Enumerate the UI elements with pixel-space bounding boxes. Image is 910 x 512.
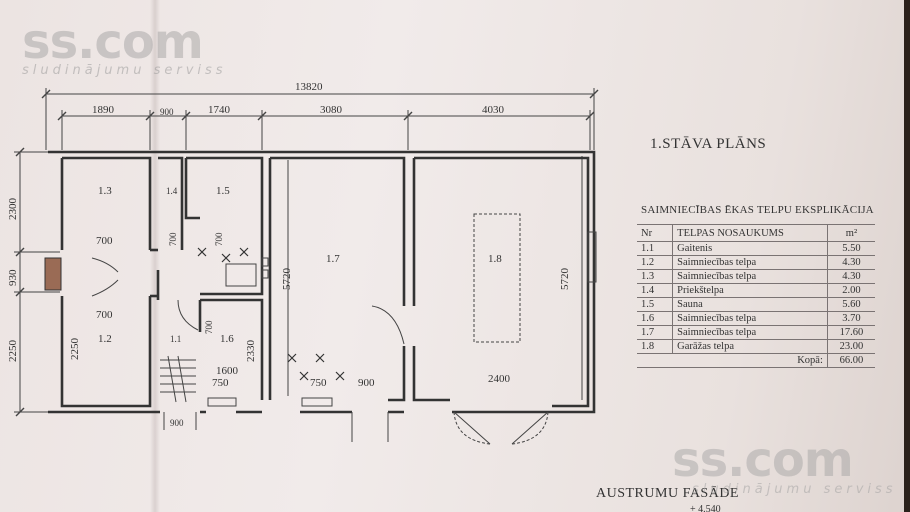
dim-left-3: 2250	[7, 340, 19, 363]
room-label-1-6: 1.6	[220, 333, 234, 345]
dim-5720-a: 5720	[281, 268, 293, 291]
header-name: TELPAS NOSAUKUMS	[672, 224, 828, 242]
row-nr: 1.6	[637, 311, 674, 326]
header-area: m²	[827, 224, 875, 242]
row-nr: 1.2	[637, 255, 674, 270]
table-header-row: Nr TELPAS NOSAUKUMS m²	[637, 224, 875, 242]
dim-door-3: 700	[168, 232, 178, 246]
pit-outline	[473, 213, 521, 343]
dim-inner-2250: 2250	[69, 338, 81, 361]
garage-door-icon	[453, 411, 549, 445]
total-value: 66.00	[827, 353, 875, 368]
row-area: 2.00	[827, 283, 875, 298]
dim-top-3: 1740	[208, 104, 231, 116]
row-nr: 1.7	[637, 325, 674, 340]
dim-top-1: 1890	[92, 104, 115, 116]
plan-title: 1.STĀVA PLĀNS	[650, 136, 767, 152]
header-nr: Nr	[637, 224, 674, 242]
table-row: 1.5 Sauna 5.60	[637, 297, 875, 312]
table-row: 1.7 Saimniecības telpa 17.60	[637, 325, 875, 340]
fixture-x-icon	[197, 247, 207, 257]
watermark-tagline: sludinājumu serviss	[22, 63, 227, 78]
table-row: 1.4 Priekštelpa 2.00	[637, 283, 875, 298]
room-label-1-2: 1.2	[98, 333, 112, 345]
watermark-logo: ss.com	[22, 14, 204, 70]
row-nr: 1.1	[637, 241, 674, 256]
outer-wall	[48, 150, 596, 414]
dim-door-5: 700	[204, 320, 214, 334]
row-area: 4.30	[827, 269, 875, 284]
dim-900-bottom: 900	[170, 418, 184, 428]
room-label-1-3: 1.3	[98, 185, 112, 197]
row-nr: 1.5	[637, 297, 674, 312]
row-name: Saimniecības telpa	[672, 325, 828, 340]
dim-door-2: 700	[96, 309, 113, 321]
dim-top-4: 3080	[320, 104, 343, 116]
dim-2400: 2400	[488, 373, 511, 385]
dim-1600: 1600	[216, 365, 239, 377]
row-nr: 1.4	[637, 283, 674, 298]
dim-top-5: 4030	[482, 104, 505, 116]
row-area: 3.70	[827, 311, 875, 326]
dim-900-door: 900	[358, 377, 375, 389]
dim-left-2: 930	[7, 269, 19, 286]
room-label-1-8: 1.8	[488, 253, 502, 265]
explication-title: SAIMNIECĪBAS ĒKAS TELPU EKSPLIKĀCIJA	[641, 204, 874, 216]
dim-left-1: 2300	[7, 198, 19, 221]
row-name: Gaitenis	[672, 241, 828, 256]
facade-title: AUSTRUMU FASĀDE	[596, 486, 739, 501]
facade-elevation: + 4.540	[690, 504, 721, 512]
table-row: 1.8 Garāžas telpa 23.00	[637, 339, 875, 354]
dim-door-4: 700	[214, 232, 224, 246]
dim-750-b: 750	[310, 377, 327, 389]
dim-2330: 2330	[245, 340, 257, 363]
row-name: Saimniecības telpa	[672, 311, 828, 326]
row-nr: 1.3	[637, 269, 674, 284]
row-name: Saimniecības telpa	[672, 269, 828, 284]
row-area: 5.60	[827, 297, 875, 312]
paper-fold	[150, 0, 160, 512]
watermark-logo-bottom: ss.com	[672, 432, 854, 488]
dim-750-a: 750	[212, 377, 229, 389]
dim-overall: 13820	[295, 81, 323, 93]
door-swing-icon	[91, 257, 119, 273]
row-area: 4.30	[827, 255, 875, 270]
row-name: Priekštelpa	[672, 283, 828, 298]
row-name: Saimniecības telpa	[672, 255, 828, 270]
row-nr: 1.8	[637, 339, 674, 354]
dim-5720-b: 5720	[559, 268, 571, 291]
row-area: 17.60	[827, 325, 875, 340]
watermark-tagline-bottom: sludinājumu serviss	[692, 482, 897, 497]
row-name: Garāžas telpa	[672, 339, 828, 354]
dim-top-2: 900	[160, 107, 174, 117]
row-name: Sauna	[672, 297, 828, 312]
table-row: 1.2 Saimniecības telpa 4.30	[637, 255, 875, 270]
row-area: 5.50	[827, 241, 875, 256]
dim-door-1: 700	[96, 235, 113, 247]
room-label-1-1: 1.1	[170, 334, 181, 344]
page-edge	[904, 0, 910, 512]
room-label-1-7: 1.7	[326, 253, 340, 265]
total-label: Kopā:	[637, 353, 828, 368]
row-area: 23.00	[827, 339, 875, 354]
table-row: 1.6 Saimniecības telpa 3.70	[637, 311, 875, 326]
stairs-icon	[160, 359, 196, 393]
window-icon	[207, 397, 237, 407]
chimney-block	[44, 257, 62, 291]
explication-table: Nr TELPAS NOSAUKUMS m² 1.1 Gaitenis 5.50…	[637, 224, 875, 368]
room-label-1-4: 1.4	[166, 186, 178, 196]
table-total-row: Kopā: 66.00	[637, 353, 875, 368]
table-row: 1.3 Saimniecības telpa 4.30	[637, 269, 875, 284]
room-label-1-5: 1.5	[216, 185, 230, 197]
table-row: 1.1 Gaitenis 5.50	[637, 241, 875, 256]
